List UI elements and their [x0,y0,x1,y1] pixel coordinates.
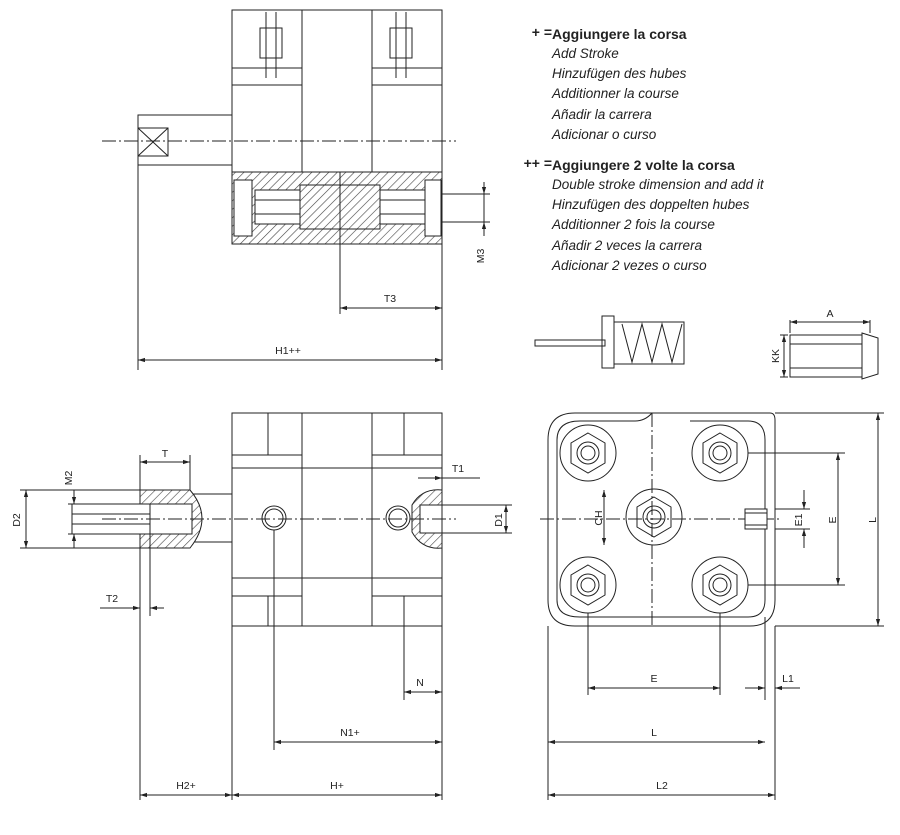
dim-e-bottom: E [650,673,657,685]
dim-a: A [826,308,833,320]
legend-line: Hinzufügen des doppelten hubes [552,197,750,213]
dim-l2: L2 [656,780,668,792]
dimension-labels: M3 T3 H1++ A KK T M2 D2 T2 T1 D1 N N1+ H… [11,249,879,792]
dim-d1: D1 [493,513,505,527]
top-dimension-lines [137,165,490,370]
legend-line: Additionner 2 fois la course [552,217,715,233]
legend-symbol-single: + = [531,24,552,40]
side-dimension-lines [547,412,884,800]
front-view [71,412,456,627]
dim-m2: M2 [63,471,75,486]
legend-symbol-double: ++ = [523,155,552,172]
spring-icon [534,315,685,369]
dim-e-side: E [827,516,839,523]
rod-end-icon [780,319,879,380]
dim-l-bottom: L [651,727,657,739]
legend-line: Añadir 2 veces la carrera [552,237,703,253]
dim-n1: N1+ [340,727,360,739]
legend-heading-double: Aggiungere 2 volte la corsa [552,157,735,174]
dim-t1: T1 [452,463,464,475]
legend-line: Hinzufügen des hubes [552,66,687,82]
legend-double-stroke: ++ = Aggiungere 2 volte la corsa Double … [516,155,896,276]
dim-h: H+ [330,780,344,792]
dim-kk: KK [770,349,782,363]
dim-n: N [416,677,424,689]
legend-line: Double stroke dimension and add it [552,177,764,193]
dim-m3: M3 [475,249,487,264]
legend-line: Añadir la carrera [552,106,652,122]
top-section-view [102,9,456,262]
front-dimension-lines [20,455,512,800]
side-view [540,412,780,627]
stroke-legend: + = Aggiungere la corsa Add Stroke Hinzu… [516,24,896,276]
legend-single-stroke: + = Aggiungere la corsa Add Stroke Hinzu… [516,24,896,145]
dim-l-side: L [867,517,879,523]
dim-h1: H1++ [275,345,301,357]
dim-ch: CH [593,510,605,525]
legend-heading-single: Aggiungere la corsa [552,26,687,42]
legend-line: Adicionar 2 vezes o curso [552,257,707,273]
legend-line: Add Stroke [552,46,619,61]
legend-line: Adicionar o curso [552,126,657,142]
dim-l1: L1 [782,673,794,685]
dim-t: T [162,448,169,460]
dim-h2: H2+ [176,780,196,792]
legend-line: Additionner la course [552,86,679,102]
dim-e1: E1 [793,513,805,526]
dim-t3: T3 [384,293,396,305]
dim-d2: D2 [11,513,23,527]
dim-t2: T2 [106,593,118,605]
